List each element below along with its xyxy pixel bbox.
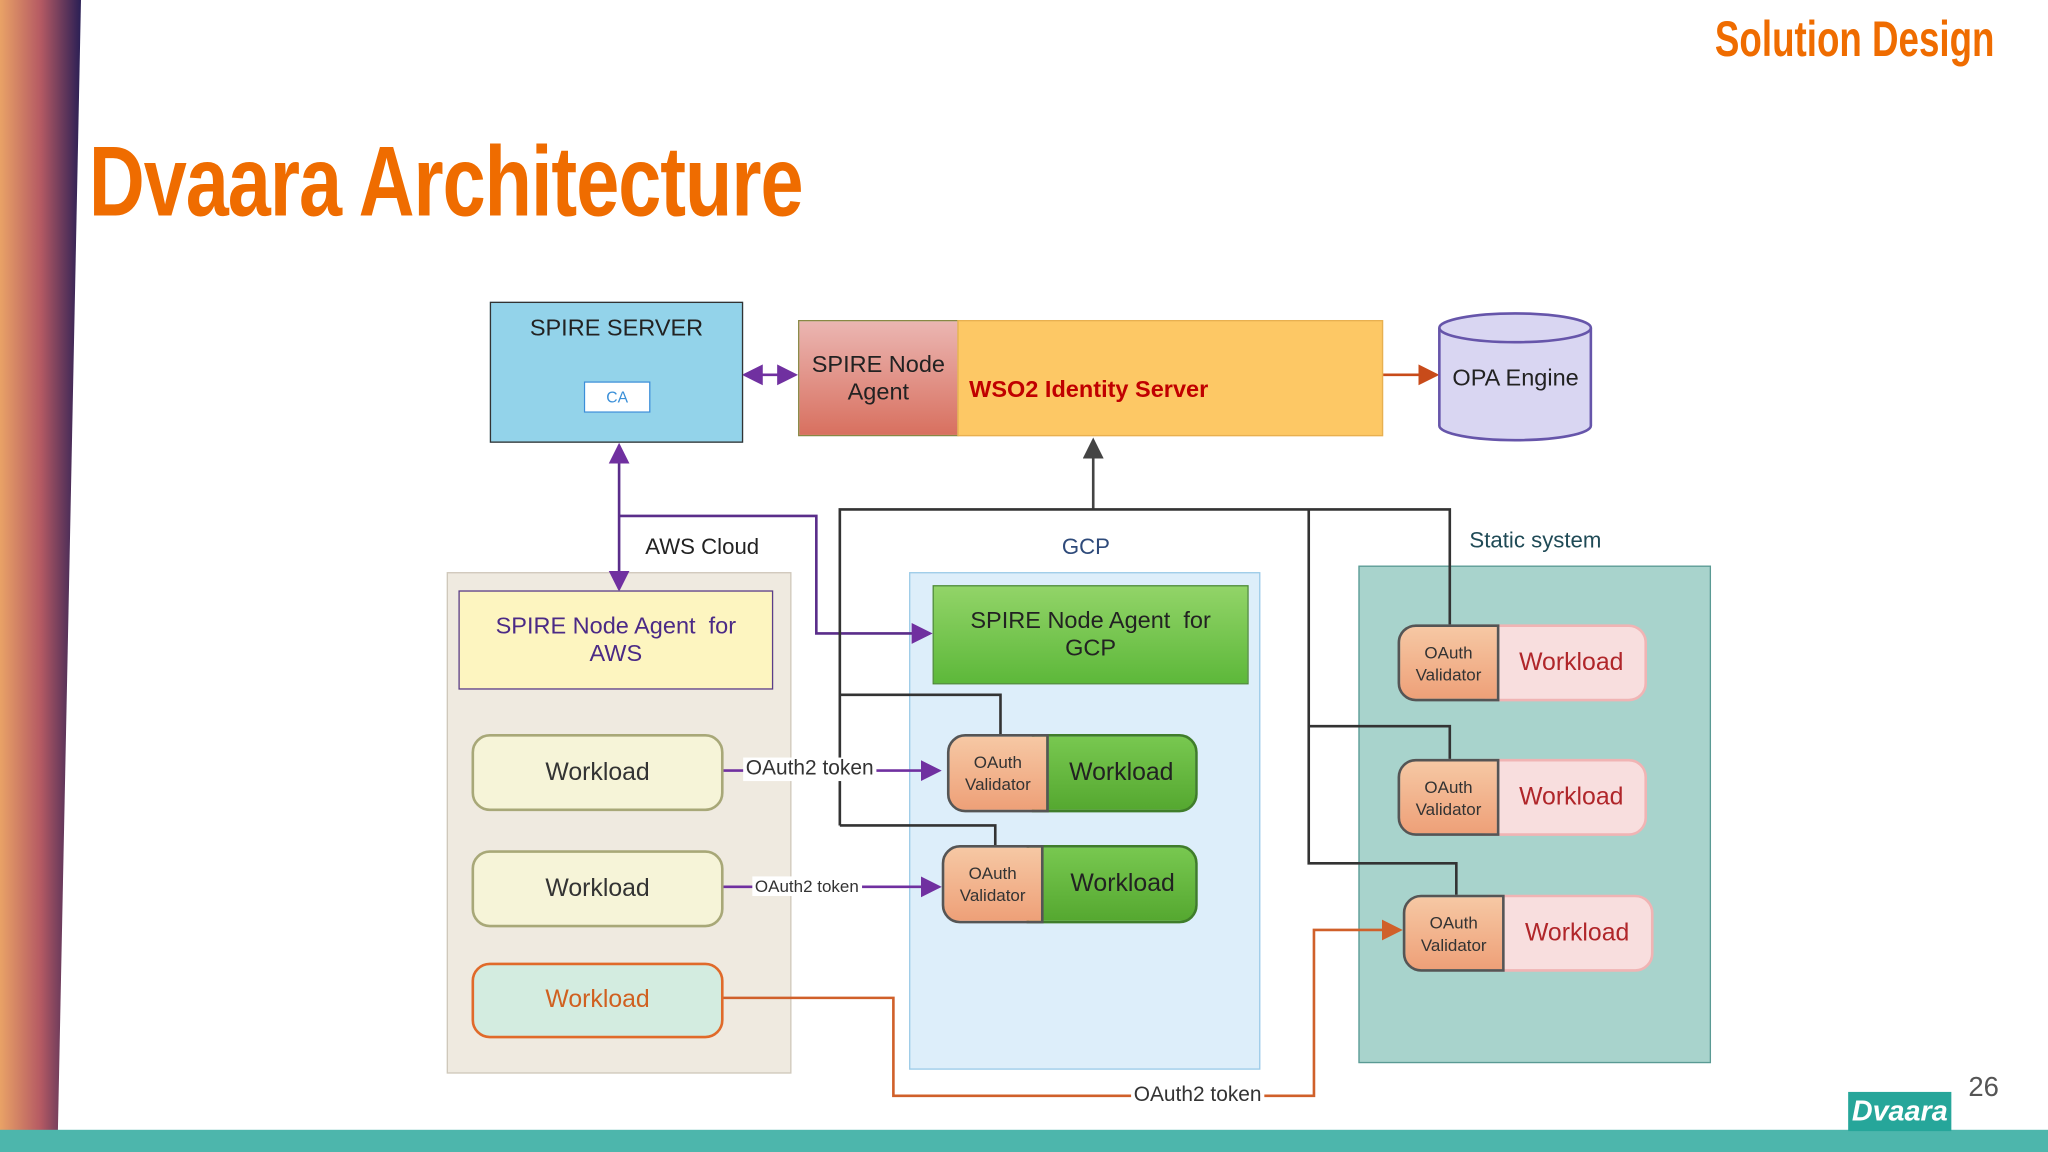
token-label-1: OAuth2 token bbox=[743, 757, 877, 782]
gcp-oauth-validator-2[interactable]: OAuth Validator bbox=[941, 845, 1044, 924]
spire-server-label: SPIRE SERVER bbox=[529, 314, 704, 341]
spire-agent-gcp-box[interactable]: SPIRE Node Agent for GCP bbox=[932, 585, 1249, 685]
spire-node-agent-box[interactable]: SPIRE Node Agent bbox=[798, 319, 959, 437]
spire-agent-aws-box[interactable]: SPIRE Node Agent for AWS bbox=[458, 590, 774, 690]
page-title: Dvaara Architecture bbox=[88, 126, 804, 238]
token-link-3 bbox=[722, 919, 1403, 1098]
static-workload-1[interactable]: Workload bbox=[1482, 624, 1648, 702]
section-title: Solution Design bbox=[1714, 13, 1995, 68]
static-workload-2[interactable]: Workload bbox=[1482, 758, 1648, 836]
static-system-label: Static system bbox=[1469, 527, 1602, 553]
static-oauth-validator-3[interactable]: OAuth Validator bbox=[1402, 894, 1505, 972]
static-workload-3[interactable]: Workload bbox=[1487, 894, 1654, 972]
spire-server-gcp-link bbox=[619, 514, 933, 644]
bottom-bar bbox=[0, 1129, 2048, 1152]
gcp-workload-1[interactable]: Workload bbox=[1031, 734, 1198, 813]
aws-workload-2[interactable]: Workload bbox=[471, 850, 724, 928]
gcp-oauth-validator-1[interactable]: OAuth Validator bbox=[946, 734, 1049, 813]
spire-server-box[interactable]: SPIRE SERVER CA bbox=[489, 301, 744, 443]
aws-workload-1[interactable]: Workload bbox=[471, 734, 724, 812]
gcp-workload-2[interactable]: Workload bbox=[1026, 845, 1198, 924]
page-number: 26 bbox=[1968, 1072, 1999, 1103]
wso2-identity-server-box[interactable]: WSO2 Identity Server bbox=[957, 319, 1384, 437]
ca-box: CA bbox=[583, 381, 651, 413]
opa-engine-label: OPA Engine bbox=[1452, 364, 1579, 391]
token-label-2: OAuth2 token bbox=[752, 876, 862, 896]
wso2-label: WSO2 Identity Server bbox=[969, 376, 1209, 403]
opa-engine-cylinder[interactable] bbox=[1437, 311, 1596, 447]
gcp-label: GCP bbox=[1061, 534, 1110, 560]
static-oauth-validator-2[interactable]: OAuth Validator bbox=[1397, 758, 1500, 836]
aws-workload-3[interactable]: Workload bbox=[471, 962, 724, 1039]
dvaara-logo: Dvaara bbox=[1848, 1091, 1952, 1132]
static-oauth-validator-1[interactable]: OAuth Validator bbox=[1397, 624, 1500, 702]
aws-cloud-label: AWS Cloud bbox=[645, 534, 760, 560]
token-label-3: OAuth2 token bbox=[1131, 1084, 1265, 1108]
